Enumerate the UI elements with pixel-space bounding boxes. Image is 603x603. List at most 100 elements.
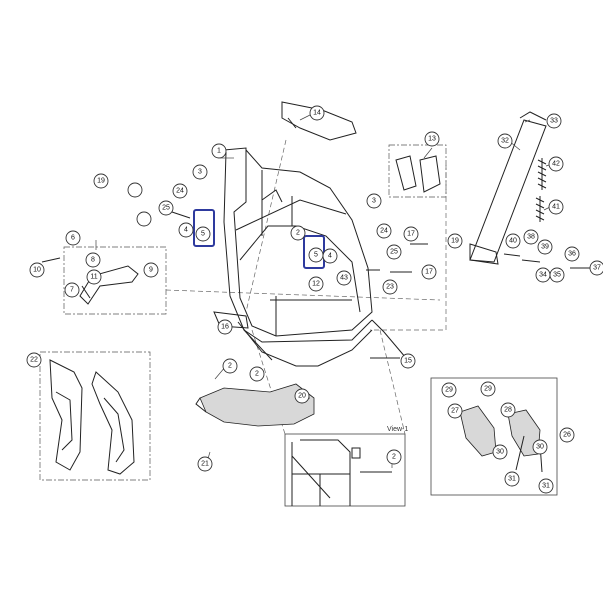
callout-18 <box>136 211 152 227</box>
callout-number: 24 <box>380 228 388 235</box>
callout-circle <box>322 248 338 264</box>
callout-number: 8 <box>91 257 95 264</box>
callout-circle <box>211 143 227 159</box>
callout-number: 32 <box>501 138 509 145</box>
callout-3: 3 <box>192 164 208 180</box>
callout-4: 4 <box>178 222 194 238</box>
callout-number: 2 <box>392 454 396 461</box>
callout-29: 29 <box>480 381 496 397</box>
callout-number: 17 <box>407 231 415 238</box>
callout-number: 26 <box>563 432 571 439</box>
callout-43: 43 <box>336 270 352 286</box>
frame-guard-right <box>91 371 135 475</box>
callout-19: 19 <box>447 233 463 249</box>
callout-18 <box>127 182 143 198</box>
callout-10: 10 <box>29 262 45 278</box>
callout-number: 2 <box>255 371 259 378</box>
guide-line <box>165 289 441 301</box>
callout-number: 10 <box>33 267 41 274</box>
callout-circle <box>65 230 81 246</box>
callout-number: 3 <box>198 169 202 176</box>
callout-number: 29 <box>484 386 492 393</box>
callout-circle <box>447 403 463 419</box>
bracket-detail <box>81 285 91 299</box>
callout-number: 27 <box>451 408 459 415</box>
callout-number: 12 <box>312 281 320 288</box>
callout-circle <box>537 239 553 255</box>
callout-3: 3 <box>366 193 382 209</box>
spring <box>537 158 547 190</box>
group-box-6 <box>63 246 167 315</box>
frame-guard-left <box>49 359 83 471</box>
callout-24: 24 <box>172 183 188 199</box>
group-box-13 <box>388 144 447 198</box>
callout-4: 4 <box>322 248 338 264</box>
highlight-box <box>193 209 215 247</box>
callout-circle <box>559 427 575 443</box>
callout-circle <box>294 388 310 404</box>
callout-circle <box>249 366 265 382</box>
callout-21: 21 <box>197 456 213 472</box>
callout-circle <box>480 381 496 397</box>
callout-circle <box>178 222 194 238</box>
callout-number: 41 <box>552 204 560 211</box>
callout-circle <box>386 244 402 260</box>
callout-12: 12 <box>308 276 324 292</box>
callout-17: 17 <box>403 226 419 242</box>
view-1-box <box>284 433 406 507</box>
guide-line <box>379 329 406 435</box>
callout-number: 22 <box>30 357 38 364</box>
callout-number: 4 <box>328 253 332 260</box>
callout-36: 36 <box>564 246 580 262</box>
callout-2: 2 <box>290 225 306 241</box>
callout-27: 27 <box>447 403 463 419</box>
callout-circle <box>29 262 45 278</box>
callout-24: 24 <box>376 223 392 239</box>
callout-8: 8 <box>85 252 101 268</box>
callout-number: 35 <box>553 272 561 279</box>
callout-number: 19 <box>97 178 105 185</box>
callout-circle <box>589 260 603 276</box>
callout-circle <box>172 183 188 199</box>
callout-41: 41 <box>548 199 564 215</box>
callout-number: 1 <box>217 148 221 155</box>
callout-40: 40 <box>505 233 521 249</box>
callout-circle <box>424 131 440 147</box>
callout-number: 13 <box>428 136 436 143</box>
callout-circle <box>158 200 174 216</box>
callout-number: 20 <box>298 393 306 400</box>
callout-number: 17 <box>425 269 433 276</box>
callout-number: 21 <box>201 461 209 468</box>
callout-5: 5 <box>195 226 211 242</box>
callout-17: 17 <box>421 264 437 280</box>
callout-circle <box>546 113 562 129</box>
callout-number: 31 <box>542 483 550 490</box>
callout-circle <box>548 199 564 215</box>
footpeg <box>459 405 497 457</box>
callout-number: 5 <box>314 252 318 259</box>
callout-circle <box>523 229 539 245</box>
callout-circle <box>500 402 516 418</box>
callout-circle <box>93 173 109 189</box>
callout-number: 6 <box>71 235 75 242</box>
callout-circle <box>222 358 238 374</box>
callout-number: 37 <box>593 265 601 272</box>
callout-22: 22 <box>26 352 42 368</box>
callout-34: 34 <box>535 267 551 283</box>
callout-7: 7 <box>64 282 80 298</box>
callout-39: 39 <box>537 239 553 255</box>
callout-circle <box>366 193 382 209</box>
callout-23: 23 <box>382 279 398 295</box>
callout-circle <box>290 225 306 241</box>
view-1-clamp <box>351 447 361 459</box>
callout-number: 11 <box>90 274 97 281</box>
callout-29: 29 <box>441 382 457 398</box>
skid-plate-edge <box>195 397 207 413</box>
callout-38: 38 <box>523 229 539 245</box>
bracket <box>79 265 139 305</box>
callout-number: 31 <box>508 476 516 483</box>
callout-11: 11 <box>86 269 102 285</box>
callout-circle <box>136 211 152 227</box>
